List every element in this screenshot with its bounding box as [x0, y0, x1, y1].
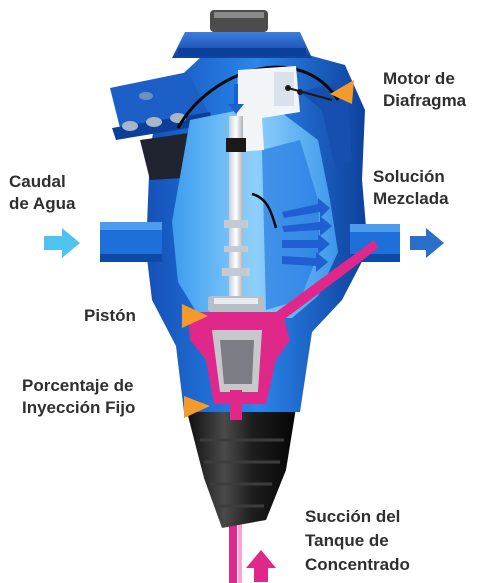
water-flow-label: Caudal de Agua [9, 171, 75, 215]
mixed-solution-label: Solución Mezclada [373, 166, 449, 210]
valve-block [236, 66, 333, 152]
lower-nozzle [186, 408, 296, 528]
stroke-direction-arrow [228, 84, 244, 114]
piston-pointer-icon [182, 304, 208, 328]
water-flow-label-line1: Caudal [9, 172, 66, 191]
injection-pointer-icon [184, 396, 210, 418]
piston-label: Pistón [84, 305, 136, 327]
suction-label-line2: Tanque de [305, 531, 389, 550]
piston-label-line1: Pistón [84, 306, 136, 325]
suction-label-line1: Succión del [305, 507, 401, 526]
motor-label-line2: Diafragma [383, 91, 467, 110]
mixed-solution-outlet-arrow [410, 228, 444, 258]
water-inlet-arrow [44, 228, 80, 258]
mixed-solution-label-line2: Mezclada [373, 189, 449, 208]
motor-label-line1: Motor de [383, 69, 455, 88]
suction-hose [229, 520, 242, 583]
suction-label-line3: Concentrado [305, 555, 410, 574]
injection-label-line1: Porcentaje de [22, 376, 134, 395]
inlet-pipe [100, 222, 162, 262]
motor-label: Motor de Diafragma [383, 68, 466, 112]
concentrate-channel [188, 240, 378, 420]
motor-pointer-icon [330, 80, 354, 104]
injection-label-line2: Inyección Fijo [22, 398, 136, 417]
suction-arrow [246, 550, 276, 582]
mixed-solution-label-line1: Solución [373, 167, 445, 186]
top-cap [172, 10, 312, 58]
piston-fitting [208, 296, 264, 312]
injection-label: Porcentaje de Inyección Fijo [22, 375, 135, 419]
suction-label: Succión del Tanque de Concentrado [305, 505, 410, 577]
internal-flow-arrows [282, 198, 332, 272]
water-flow-label-line2: de Agua [9, 194, 76, 213]
